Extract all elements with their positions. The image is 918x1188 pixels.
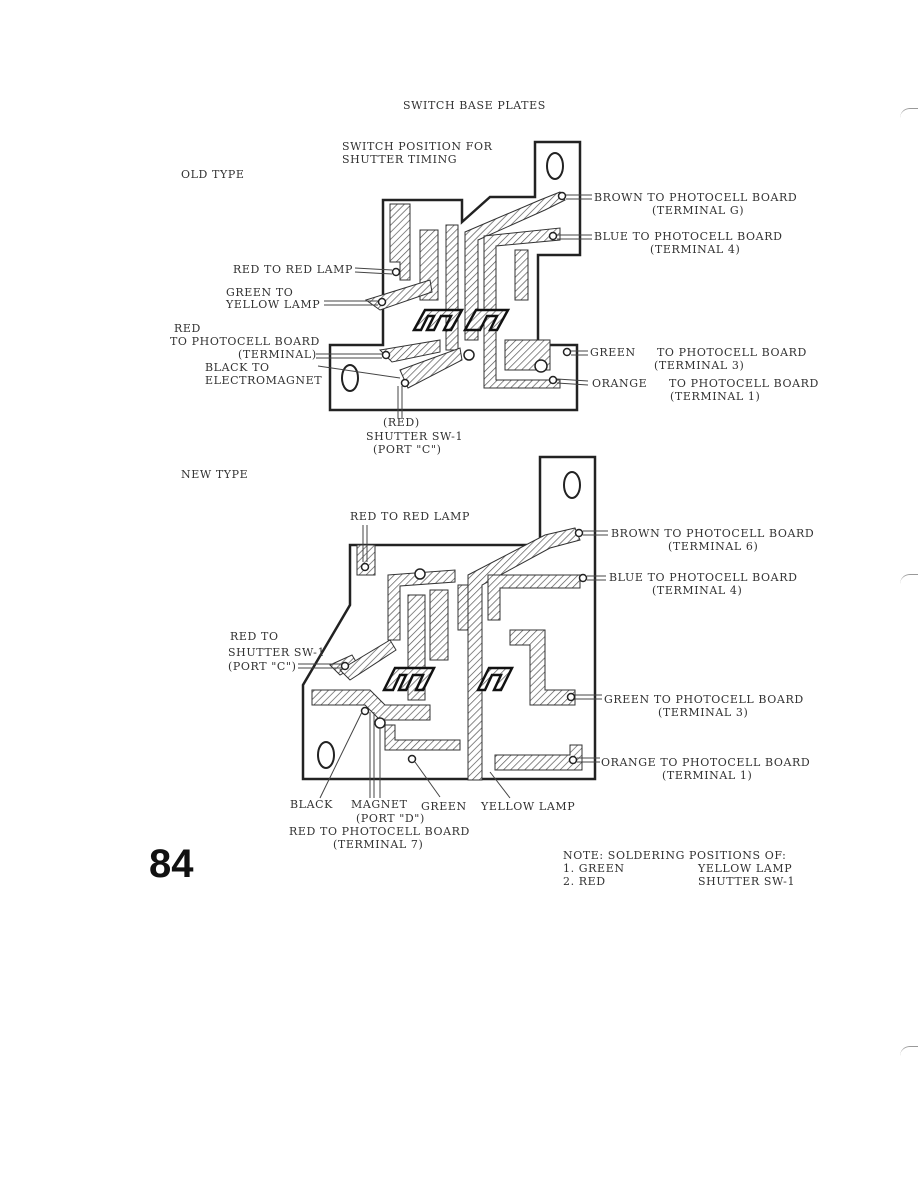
switch-position-label: SWITCH POSITION FOR: [342, 140, 493, 153]
old-red-label: RED: [174, 322, 201, 335]
switch-position-label-2: SHUTTER TIMING: [342, 153, 458, 166]
page-title: SWITCH BASE PLATES: [403, 99, 546, 112]
new-blue-terminal: (TERMINAL 4): [652, 584, 743, 597]
old-orange-terminal: (TERMINAL 1): [670, 390, 761, 403]
new-red-photocell-label: RED TO PHOTOCELL BOARD: [289, 825, 470, 838]
page-number: 84: [149, 842, 194, 886]
new-red-to-label: RED TO: [230, 630, 279, 643]
old-shutter-label: SHUTTER SW-1: [366, 430, 464, 443]
new-green-terminal: (TERMINAL 3): [658, 706, 749, 719]
note-heading: NOTE: SOLDERING POSITIONS OF:: [563, 849, 787, 862]
old-brown-terminal: (TERMINAL G): [652, 204, 745, 217]
new-orange-terminal: (TERMINAL 1): [662, 769, 753, 782]
new-shutter-label: SHUTTER SW-1: [228, 646, 326, 659]
note-item-2: 2. RED: [563, 875, 606, 888]
note-item-2-position: SHUTTER SW-1: [698, 875, 796, 888]
edge-mark: [900, 1046, 918, 1057]
new-brown-label: BROWN TO PHOTOCELL BOARD: [611, 527, 815, 540]
old-electromagnet-label: ELECTROMAGNET: [205, 374, 323, 387]
note-item-1-position: YELLOW LAMP: [698, 862, 793, 875]
old-orange-label: ORANGE: [592, 377, 648, 390]
old-green-to-label: GREEN TO: [226, 286, 294, 299]
new-blue-label: BLUE TO PHOTOCELL BOARD: [609, 571, 798, 584]
new-magnet-label: MAGNET: [351, 798, 408, 811]
new-green-bottom-label: GREEN: [421, 800, 467, 813]
old-blue-label: BLUE TO PHOTOCELL BOARD: [594, 230, 783, 243]
old-green-label: GREEN: [590, 346, 636, 359]
old-green-terminal: (TERMINAL 3): [654, 359, 745, 372]
old-brown-label: BROWN TO PHOTOCELL BOARD: [594, 191, 798, 204]
new-green-label: GREEN TO PHOTOCELL BOARD: [604, 693, 804, 706]
new-brown-terminal: (TERMINAL 6): [668, 540, 759, 553]
old-type-plate: [316, 140, 592, 418]
new-red-lamp-label: RED TO RED LAMP: [350, 510, 471, 523]
old-red-lamp-label: RED TO RED LAMP: [233, 263, 354, 276]
old-red-paren-label: (RED): [383, 416, 420, 429]
old-type-heading: OLD TYPE: [181, 168, 245, 181]
new-type-heading: NEW TYPE: [181, 468, 249, 481]
old-to-photocell-label: TO PHOTOCELL BOARD: [170, 335, 320, 348]
old-terminal-label: (TERMINAL): [238, 348, 317, 361]
old-green-board-label: TO PHOTOCELL BOARD: [657, 346, 807, 359]
edge-mark: [900, 574, 918, 585]
old-black-to-label: BLACK TO: [205, 361, 270, 374]
new-yellow-lamp-label: YELLOW LAMP: [481, 800, 576, 813]
old-port-label: (PORT "C"): [373, 443, 442, 456]
old-yellow-lamp-label: YELLOW LAMP: [226, 298, 321, 311]
new-black-label: BLACK: [290, 798, 333, 811]
new-terminal7-label: (TERMINAL 7): [333, 838, 424, 851]
new-port-c-label: (PORT "C"): [228, 660, 297, 673]
old-blue-terminal: (TERMINAL 4): [650, 243, 741, 256]
note-item-1: 1. GREEN: [563, 862, 625, 875]
edge-mark: [900, 108, 918, 119]
new-port-d-label: (PORT "D"): [356, 812, 425, 825]
new-type-plate: [298, 455, 608, 799]
old-orange-board-label: TO PHOTOCELL BOARD: [669, 377, 819, 390]
new-orange-label: ORANGE TO PHOTOCELL BOARD: [601, 756, 811, 769]
